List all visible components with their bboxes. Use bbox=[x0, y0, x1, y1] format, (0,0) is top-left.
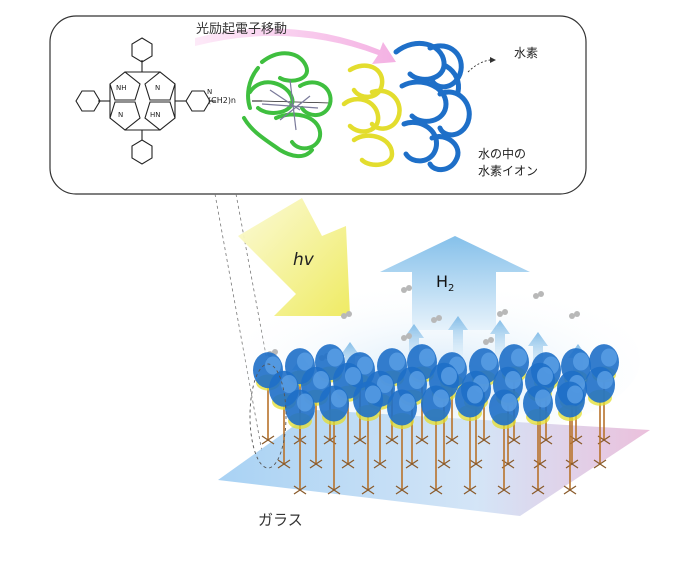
nh-label: NH bbox=[116, 84, 127, 92]
hydrogen-ion-label: 水の中の 水素イオン bbox=[478, 146, 538, 180]
n-label: N bbox=[155, 84, 161, 92]
gas-label-sub: 2 bbox=[448, 283, 455, 295]
inset-frame bbox=[49, 15, 587, 195]
protein-pillar bbox=[353, 381, 383, 495]
gas-label: H2 bbox=[436, 272, 454, 294]
glass-plate bbox=[218, 410, 650, 516]
gas-label-main: H bbox=[436, 272, 449, 291]
hydrogenase-blue-domain bbox=[393, 40, 472, 172]
protein-pillar bbox=[421, 385, 451, 495]
protein-pillar bbox=[455, 381, 485, 495]
protein-pillar bbox=[387, 389, 417, 495]
hydrogenase-yellow-domain bbox=[341, 63, 402, 168]
electron-transfer-arrow bbox=[195, 28, 396, 64]
linker-label: (CH2)n bbox=[208, 96, 237, 105]
hn-label: HN bbox=[150, 111, 161, 119]
porphyrin-structure bbox=[75, 37, 331, 165]
glass-label: ガラス bbox=[258, 511, 303, 529]
protein-pillar bbox=[285, 389, 315, 495]
protein-pillar bbox=[555, 381, 585, 495]
ferredoxin-protein bbox=[242, 51, 333, 158]
protein-pillar bbox=[489, 389, 519, 495]
gas-arrow bbox=[380, 236, 530, 330]
pyridinium-n-label: N bbox=[207, 88, 213, 96]
light-label: hv bbox=[293, 250, 314, 270]
highlight-ellipse bbox=[249, 363, 287, 469]
hydrogen-product-label: 水素 bbox=[514, 46, 539, 60]
pointer-line-left bbox=[214, 193, 263, 453]
protein-forest bbox=[253, 344, 619, 495]
n-label-2: N bbox=[118, 111, 124, 119]
light-arrow bbox=[238, 198, 350, 316]
hydrogen-ion-label-line1: 水の中の bbox=[478, 147, 527, 161]
protein-pillar bbox=[523, 385, 553, 495]
hydrogen-ion-label-line2: 水素イオン bbox=[478, 164, 539, 178]
protein-pillar bbox=[585, 366, 615, 469]
electron-transfer-label: 光励起電子移動 bbox=[196, 22, 288, 37]
ferredoxin-cluster bbox=[261, 79, 319, 131]
protein-pillar bbox=[319, 385, 349, 495]
h2-release-arrow bbox=[467, 59, 491, 73]
